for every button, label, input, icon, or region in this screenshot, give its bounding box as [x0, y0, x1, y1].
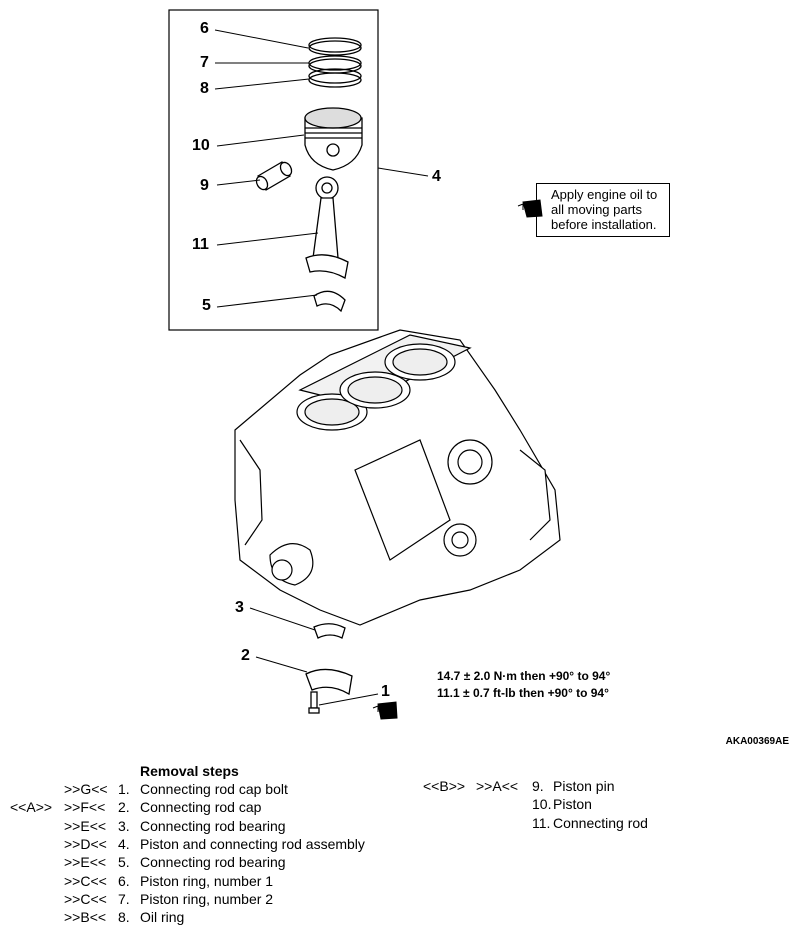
cap-bolt-illustration: [308, 691, 320, 714]
step-number: 5.: [118, 854, 130, 871]
oil-can-icon: [517, 199, 543, 218]
step-label: Connecting rod bearing: [140, 817, 286, 834]
step-mark: >>D<<: [64, 835, 107, 852]
step-number: 6.: [118, 872, 130, 889]
step-number: 10.: [532, 796, 552, 813]
callout-3: 3: [235, 599, 244, 616]
callout-2: 2: [241, 647, 250, 664]
callout-8: 8: [200, 80, 209, 97]
step-label: Connecting rod bearing: [140, 854, 286, 871]
piston-rings-illustration: [308, 37, 362, 88]
step-label: Piston and connecting rod assembly: [140, 835, 365, 852]
figure-code: AKA00369AE: [725, 736, 789, 747]
torque-oil-can-icon: [372, 701, 398, 720]
step-mark: >>F<<: [64, 799, 106, 816]
piston-pin-illustration: [255, 161, 293, 191]
callout-6: 6: [200, 20, 209, 37]
step-number: 8.: [118, 909, 130, 926]
callout-10: 10: [192, 137, 210, 154]
step-number: 11.: [532, 814, 551, 831]
step-mark: >>A<<: [476, 778, 519, 794]
torque-spec-metric: 14.7 ± 2.0 N·m then +90° to 94°: [437, 669, 611, 683]
removal-steps-title: Removal steps: [140, 763, 239, 779]
callout-leader-lines: [214, 29, 429, 706]
step-mark: >>C<<: [64, 890, 107, 907]
step-label: Piston pin: [553, 778, 615, 794]
callout-9: 9: [200, 177, 209, 194]
step-number: 7.: [118, 890, 130, 907]
step-mark: >>G<<: [64, 781, 108, 797]
step-number: 9.: [532, 778, 544, 794]
oil-note-box: Apply engine oil to all moving parts bef…: [536, 183, 670, 237]
step-number: 4.: [118, 835, 130, 852]
engine-block-illustration: [234, 329, 561, 626]
step-label: Connecting rod: [553, 814, 648, 831]
callout-4: 4: [432, 168, 441, 185]
step-label: Oil ring: [140, 909, 185, 926]
connecting-rod-illustration: [305, 176, 349, 280]
step-label: Connecting rod cap bolt: [140, 781, 288, 797]
step-mark: >>E<<: [64, 817, 107, 834]
callout-1: 1: [381, 683, 390, 700]
bearing-3-illustration: [313, 623, 346, 639]
piston-illustration: [304, 107, 363, 171]
step-mark: >>B<<: [64, 909, 107, 926]
rod-cap-illustration: [305, 668, 353, 696]
step-number: 3.: [118, 817, 130, 834]
callout-7: 7: [200, 54, 209, 71]
torque-spec-imperial: 11.1 ± 0.7 ft-lb then +90° to 94°: [437, 686, 609, 700]
step-label: Piston: [553, 796, 592, 813]
step-number: 2.: [118, 799, 130, 816]
bearing-5-illustration: [313, 290, 346, 313]
oil-note-line-3: before installation.: [551, 217, 657, 232]
step-label: Piston ring, number 1: [140, 872, 274, 889]
step-pre-mark: <<B>>: [423, 778, 466, 794]
step-pre-mark: <<A>>: [10, 799, 53, 816]
callout-11: 11: [192, 236, 209, 253]
step-number: 1.: [118, 781, 130, 797]
step-mark: >>E<<: [64, 854, 107, 871]
parts-frame: [168, 9, 379, 331]
oil-note-line-2: all moving parts: [551, 202, 643, 217]
step-label: Connecting rod cap: [140, 799, 262, 816]
step-mark: >>C<<: [64, 872, 107, 889]
oil-note-line-1: Apply engine oil to: [551, 187, 658, 202]
callout-5: 5: [202, 297, 211, 314]
exploded-parts-diagram: [168, 9, 561, 720]
step-label: Piston ring, number 2: [140, 890, 274, 907]
